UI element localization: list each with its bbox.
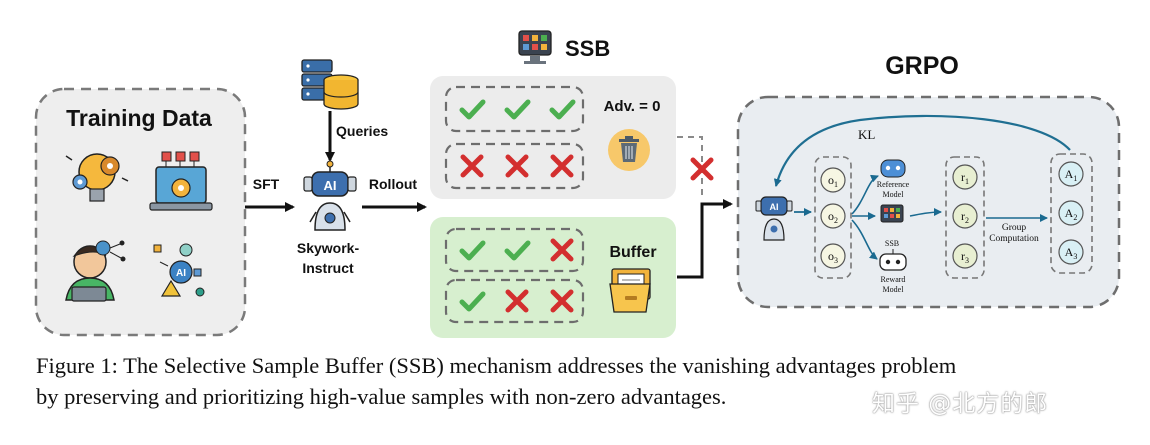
grpo-title: GRPO [885,52,959,80]
svg-text:r2: r2 [961,209,969,225]
reward-model-label-line2: Model [883,285,905,294]
svg-text:A2: A2 [1065,206,1078,222]
outputs-to-reward-arrow [851,219,878,260]
reward-model-icon [879,249,907,271]
mixed-group-1 [444,227,585,273]
watermark: 知乎 @北方的郎 [872,391,1049,417]
trash-icon [608,129,650,171]
reward-node: r3 [952,243,978,269]
grpo-panel: KL AI o1 o2 o3 Reference Model [736,95,1121,309]
database-icon [301,59,359,110]
svg-text:r1: r1 [961,170,969,186]
policy-robot-icon: AI [755,196,793,241]
discard-cross-mark [693,160,711,178]
robot-ai-badge: AI [324,178,337,193]
reference-model-label-line2: Model [883,190,905,199]
model-name-line1: Skywork- [297,240,360,256]
queries-label: Queries [336,123,388,139]
reward-node: r1 [952,164,978,190]
buffer-label: Buffer [609,244,656,261]
training-data-panel: Training Data [34,87,247,337]
ssb-monitor-icon [518,30,552,64]
lightbulb-gear-icon [65,153,129,202]
reference-model-icon [880,159,906,178]
mixed-group-2 [444,278,585,324]
training-data-title: Training Data [66,105,212,131]
outputs-group [814,156,852,279]
rewards-group [945,156,985,279]
svg-text:o3: o3 [828,249,838,265]
svg-text:o2: o2 [828,209,838,225]
adv-zero-label: Adv. = 0 [604,98,661,115]
svg-text:AI: AI [176,268,186,279]
group-computation-label-line2: Computation [989,234,1039,244]
svg-text:r3: r3 [961,249,969,265]
person-laptop-icon [65,240,126,302]
output-node: o1 [820,167,846,193]
ssb-panel: Adv. = 0 [430,76,676,199]
all-correct-group [444,85,585,133]
reward-model-label-line1: Reward [881,275,906,284]
advantage-node: A1 [1058,161,1084,187]
robot-icon: AI [303,160,357,231]
caption-line-1: Figure 1: The Selective Sample Buffer (S… [36,353,957,378]
reward-node: r2 [952,203,978,229]
reference-model-label-line1: Reference [877,180,910,189]
advantage-node: A3 [1058,239,1084,265]
discard-path [677,136,703,198]
group-computation-label-line1: Group [1002,223,1027,233]
advantages-group [1050,153,1093,274]
ssb-title: SSB [565,36,610,61]
output-node: o2 [820,203,846,229]
caption-line-2: by preserving and prioritizing high-valu… [36,384,727,409]
advantage-node: A2 [1058,200,1084,226]
svg-text:o1: o1 [828,173,838,189]
sft-label: SFT [253,176,280,192]
figure-caption: Figure 1: The Selective Sample Buffer (S… [36,350,1126,412]
output-node: o3 [820,243,846,269]
outputs-to-reference-arrow [851,174,879,215]
kl-label: KL [858,127,875,142]
svg-text:A3: A3 [1065,245,1078,261]
models-to-rewards-arrow [909,208,942,217]
laptop-gear-icon [149,151,213,211]
kl-curve [773,114,1071,187]
all-wrong-group [444,142,585,190]
ai-data-icon: AI [153,243,205,297]
model-name-line2: Instruct [302,260,354,276]
ssb-mini-label: SSB [885,239,899,248]
folder-icon [609,268,651,313]
ssb-mini-icon [880,204,904,223]
rollout-label: Rollout [369,176,418,192]
svg-text:A1: A1 [1065,167,1078,183]
buffer-panel: Buffer [430,217,676,338]
policy-robot-ai-badge: AI [770,202,779,212]
buffer-to-grpo-arrow [677,199,733,279]
